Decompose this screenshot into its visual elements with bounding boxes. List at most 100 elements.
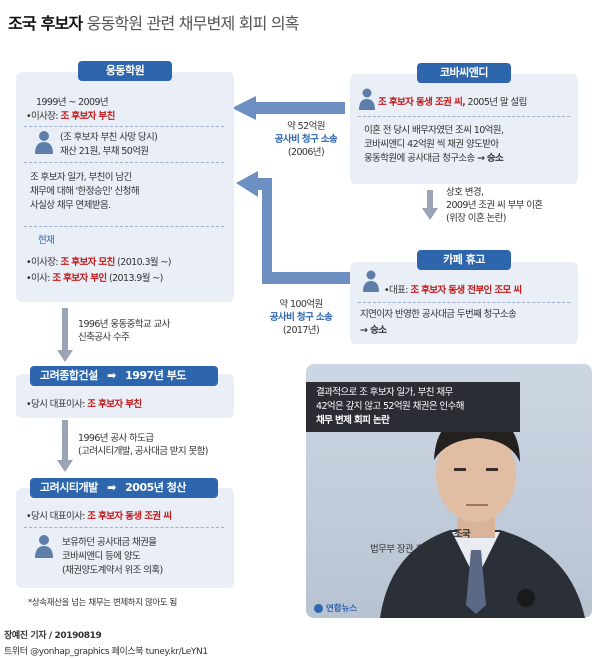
cafe-l1-value: 조 후보자 동생 전부인 조모 씨 <box>410 285 522 296</box>
divorce-t3: (위장 이혼 논란) <box>446 213 507 224</box>
quote-l2: 42억은 갚지 않고 52억원 채권은 인수해 <box>316 401 464 412</box>
divorce-t1: 상호 변경, <box>446 187 484 198</box>
goryeocity-l3: 코바씨앤디 등에 양도 <box>62 551 141 562</box>
logo-text: 연합뉴스 <box>325 604 358 614</box>
cafe-l3-wrap: → 승소 <box>360 325 387 336</box>
arrow-bottom-year: (2017년) <box>282 325 320 336</box>
goryeocity-header-bar: 고려시티개발 ➡ 2005년 청산 <box>30 478 218 498</box>
divorce-label: 상호 변경, 2009년 조권 씨 부부 이혼 (위장 이혼 논란) <box>446 186 543 225</box>
arrow-down-right <box>422 190 438 220</box>
goryeo-l1-label: •당시 대표이사: <box>26 399 85 410</box>
goryeo-l1-value: 조 후보자 부친 <box>87 399 142 410</box>
goryeocity-l1-value: 조 후보자 동생 조권 씨 <box>87 511 172 522</box>
goryeo-header: 고려종합건설 <box>40 369 98 382</box>
arrow-bottom-suit: 공사비 청구 소송 <box>269 312 333 323</box>
footer-social: 트위터 @yonhap_graphics 페이스북 tuney.kr/LeYN1 <box>4 647 208 657</box>
kobasi-l4-pre: 웅동학원에 공사대금 청구소송 <box>364 153 475 164</box>
cafe-l1: •대표: 조 후보자 동생 전부인 조모 씨 <box>384 284 522 297</box>
cur1-label: •이사장: <box>26 257 59 268</box>
woongdong-body2: 채무에 대해 '한정승인' 신청해 <box>30 186 140 197</box>
divorce-t2: 2009년 조권 씨 부부 이혼 <box>446 200 543 211</box>
woongdong-current-chair: •이사장: 조 후보자 모친 (2010.3월 ~) <box>26 256 172 269</box>
person-icon <box>363 270 379 292</box>
goryeocity-l1: •당시 대표이사: 조 후보자 동생 조권 씨 <box>26 510 172 523</box>
person-role: 법무부 장관 후보자 <box>370 544 441 555</box>
divider <box>24 162 224 163</box>
kobasi-l2: 이혼 전 당시 배우자였던 조씨 10억원, <box>364 125 504 136</box>
arrow-bottom-amount: 약 100억원 <box>279 299 323 310</box>
cur2-date: (2013.9월 ~) <box>109 273 163 284</box>
cafe-panel <box>350 262 578 344</box>
woongdong-director-value: 조 후보자 부친 <box>60 111 115 122</box>
cafe-l3: 승소 <box>370 325 387 336</box>
cur2-value: 조 후보자 부인 <box>52 273 107 284</box>
goryeocity-panel <box>16 488 234 588</box>
arrow-down-1 <box>57 308 73 362</box>
person-icon <box>35 535 53 558</box>
cur1-value: 조 후보자 모친 <box>60 257 115 268</box>
woongdong-panel <box>16 72 234 302</box>
woongdong-director: •이사장: 조 후보자 부친 <box>26 110 115 123</box>
footnote: *상속재산을 넘는 채무는 변제하지 않아도 됨 <box>28 598 177 608</box>
quote-box: 결과적으로 조 후보자 일가, 부친 채무 42억은 갚지 않고 52억원 채권… <box>306 382 520 432</box>
woongdong-director-label: •이사장: <box>26 111 59 122</box>
cafe-header: 카페 휴고 <box>417 250 511 270</box>
woongdong-header: 웅동학원 <box>78 61 172 81</box>
woongdong-period: 1999년 ~ 2009년 <box>36 97 109 108</box>
arrow-top-label: 약 52억원 공사비 청구 소송 (2006년) <box>266 120 346 159</box>
quote-l1: 결과적으로 조 후보자 일가, 부친 채무 <box>316 387 453 398</box>
arrow-elbow <box>236 171 350 284</box>
person-name: 조국 <box>453 529 471 540</box>
goryeocity-l1-label: •당시 대표이사: <box>26 511 85 522</box>
kobasi-line1: 조 후보자 동생 조권 씨, 2005년 말 설립 <box>378 96 527 109</box>
divider <box>24 226 224 227</box>
title-rest: 웅동학원 관련 채무변제 회피 의혹 <box>86 14 300 33</box>
arrow-top-amount: 약 52억원 <box>287 121 325 132</box>
cafe-l1-label: •대표: <box>384 285 408 296</box>
woongdong-note1: (조 후보자 부친 사망 당시) <box>60 132 158 143</box>
quote-l3: 채무 변제 회피 논란 <box>316 415 390 426</box>
yonhap-logo: 연합뉴스 <box>314 602 357 614</box>
goryeo-year: 1997년 부도 <box>125 369 186 382</box>
portrait-image <box>380 414 585 618</box>
kobasi-header: 코바씨앤디 <box>417 63 511 83</box>
flow1-t2: 신축공사 수주 <box>78 332 130 343</box>
title-bold: 조국 후보자 <box>8 14 83 33</box>
arrow-bottom-label: 약 100억원 공사비 청구 소송 (2017년) <box>258 298 344 337</box>
cur1-date: (2010.3월 ~) <box>117 257 171 268</box>
flow2-t2: (고려시티개발, 공사대금 받지 못함) <box>78 446 208 457</box>
divider <box>24 527 224 528</box>
kobasi-l3: 코바씨앤디 42억원 씩 채권 양도받아 <box>364 139 499 150</box>
flow2-t1: 1996년 공사 하도급 <box>78 433 154 444</box>
arrow-down-2 <box>57 420 73 472</box>
cafe-l2: 지연이자 반영한 공사대금 두번째 청구소송 <box>360 309 517 320</box>
flow1-t1: 1996년 웅동중학교 교사 <box>78 319 170 330</box>
kobasi-l4: 웅동학원에 공사대금 청구소송 → 승소 <box>364 153 504 164</box>
arrow-top-suit: 공사비 청구 소송 <box>274 134 338 145</box>
footer-credit: 장예진 기자 / 20190819 <box>4 631 102 641</box>
goryeocity-year: 2005년 청산 <box>125 481 186 494</box>
goryeo-header-bar: 고려종합건설 ➡ 1997년 부도 <box>30 366 218 386</box>
goryeocity-header: 고려시티개발 <box>40 481 98 494</box>
woongdong-body3: 사실상 채무 면제받음. <box>30 200 111 211</box>
kobasi-l4-win: 승소 <box>486 153 504 164</box>
person-icon <box>35 131 53 154</box>
divider <box>358 302 570 303</box>
goryeocity-l4: (채권양도계약서 위조 의혹) <box>62 565 163 576</box>
arrow-top-year: (2006년) <box>287 147 325 158</box>
woongdong-current: 현재 <box>38 235 55 246</box>
woongdong-current-director: •이사: 조 후보자 부인 (2013.9월 ~) <box>26 272 163 285</box>
woongdong-note2: 재산 21원, 부채 50억원 <box>60 146 149 157</box>
flow1-label: 1996년 웅동중학교 교사 신축공사 수주 <box>78 318 170 344</box>
arrow-left-top <box>232 96 345 120</box>
goryeo-l1: •당시 대표이사: 조 후보자 부친 <box>26 398 142 411</box>
kobasi-panel <box>350 74 578 184</box>
page-title: 조국 후보자 웅동학원 관련 채무변제 회피 의혹 <box>8 10 300 34</box>
person-icon <box>359 88 375 110</box>
goryeocity-l2: 보유하던 공사대금 채권을 <box>62 537 157 548</box>
divider <box>358 116 570 117</box>
kobasi-line1-rest: 2005년 말 설립 <box>467 97 528 108</box>
woongdong-body1: 조 후보자 일가, 부친이 남긴 <box>30 172 132 183</box>
kobasi-line1-red: 조 후보자 동생 조권 씨, <box>378 97 466 108</box>
